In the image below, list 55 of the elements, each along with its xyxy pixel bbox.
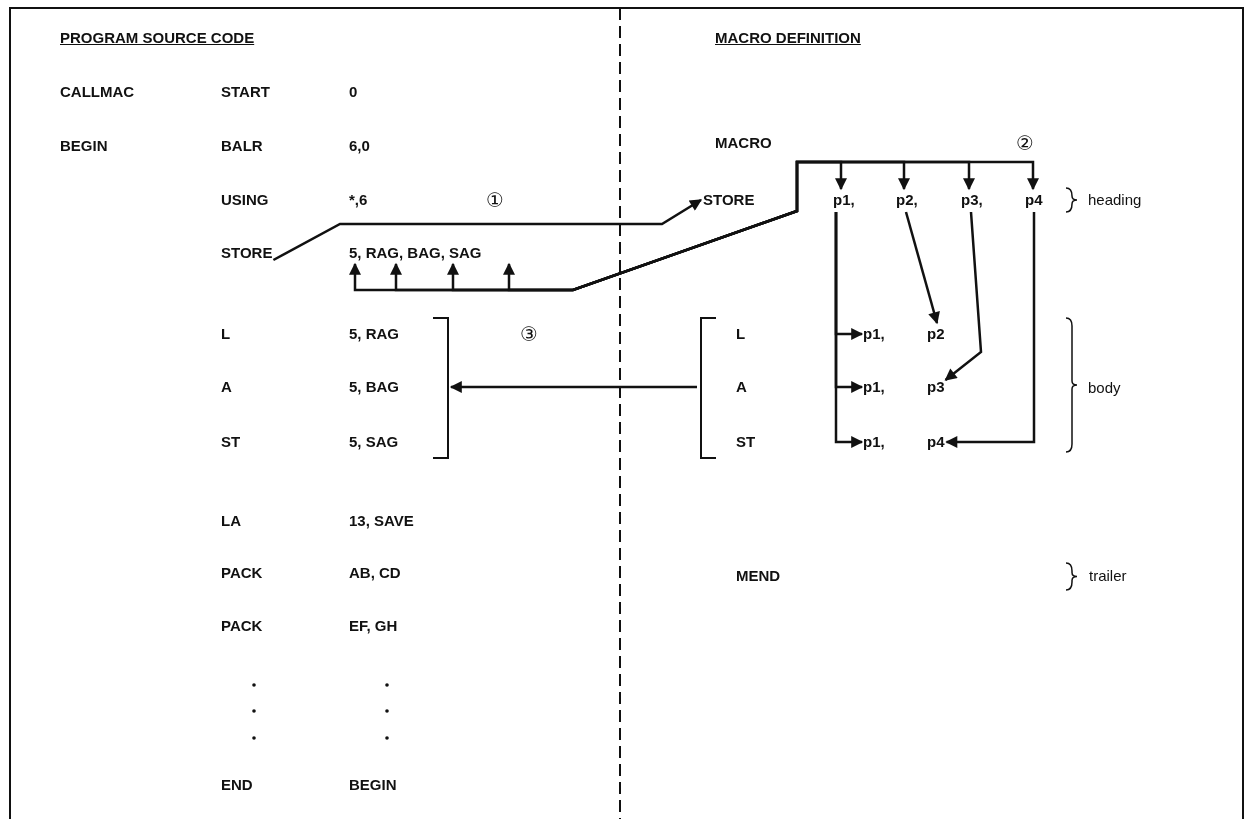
- code-token: p1,: [863, 324, 885, 344]
- code-token: p3,: [961, 190, 983, 210]
- code-token: STORE: [221, 243, 273, 263]
- connector-arrow: [272, 198, 702, 262]
- code-token: p4: [1025, 190, 1043, 210]
- connector-arrow: [945, 212, 1036, 448]
- code-token: *,6: [349, 190, 368, 210]
- code-token: p1,: [863, 377, 885, 397]
- code-token: L: [736, 324, 746, 344]
- code-token: A: [221, 377, 232, 397]
- code-token: 0: [349, 82, 358, 102]
- connector-arrow: [449, 381, 697, 393]
- code-token: ST: [736, 432, 756, 452]
- code-token: 6,0: [349, 136, 370, 156]
- part-label: trailer: [1089, 566, 1127, 586]
- code-token: p2,: [896, 190, 918, 210]
- part-label: body: [1088, 378, 1121, 398]
- code-token: EF, GH: [349, 616, 398, 636]
- code-token: p3: [927, 377, 945, 397]
- code-token: L: [221, 324, 231, 344]
- code-token: BEGIN: [60, 136, 108, 156]
- connector-arrow: [944, 211, 983, 381]
- code-token: p2: [927, 324, 945, 344]
- code-token: ST: [221, 432, 241, 452]
- connector-arrow: [390, 160, 910, 292]
- code-token: LA: [221, 511, 241, 531]
- part-label: heading: [1088, 190, 1142, 210]
- code-token: BALR: [221, 136, 263, 156]
- code-token: CALLMAC: [60, 82, 135, 102]
- code-token: 5, RAG, BAG, SAG: [349, 243, 482, 263]
- code-token: p1,: [863, 432, 885, 452]
- code-token: BEGIN: [349, 775, 397, 795]
- connector-arrow: [447, 160, 975, 292]
- code-token: p4: [927, 432, 945, 452]
- code-token: PACK: [221, 616, 263, 636]
- code-token: p1,: [833, 190, 855, 210]
- section-heading: MACRO DEFINITION: [715, 28, 861, 48]
- code-token: AB, CD: [349, 563, 401, 583]
- connector-arrow: [904, 211, 940, 325]
- code-token: 5, RAG: [349, 324, 399, 344]
- code-token: 5, SAG: [349, 432, 399, 452]
- section-heading: PROGRAM SOURCE CODE: [60, 28, 255, 48]
- connector-arrow: [834, 212, 864, 448]
- code-token: 13, SAVE: [349, 511, 414, 531]
- code-token: USING: [221, 190, 269, 210]
- connector-arrow: [503, 160, 1039, 292]
- code-token: MEND: [736, 566, 781, 586]
- code-token: STORE: [703, 190, 755, 210]
- code-token: START: [221, 82, 270, 102]
- code-token: 5, BAG: [349, 377, 399, 397]
- code-token: A: [736, 377, 747, 397]
- connector-arrow: [349, 160, 847, 292]
- code-token: PACK: [221, 563, 263, 583]
- code-token: END: [221, 775, 253, 795]
- code-token: MACRO: [715, 133, 772, 153]
